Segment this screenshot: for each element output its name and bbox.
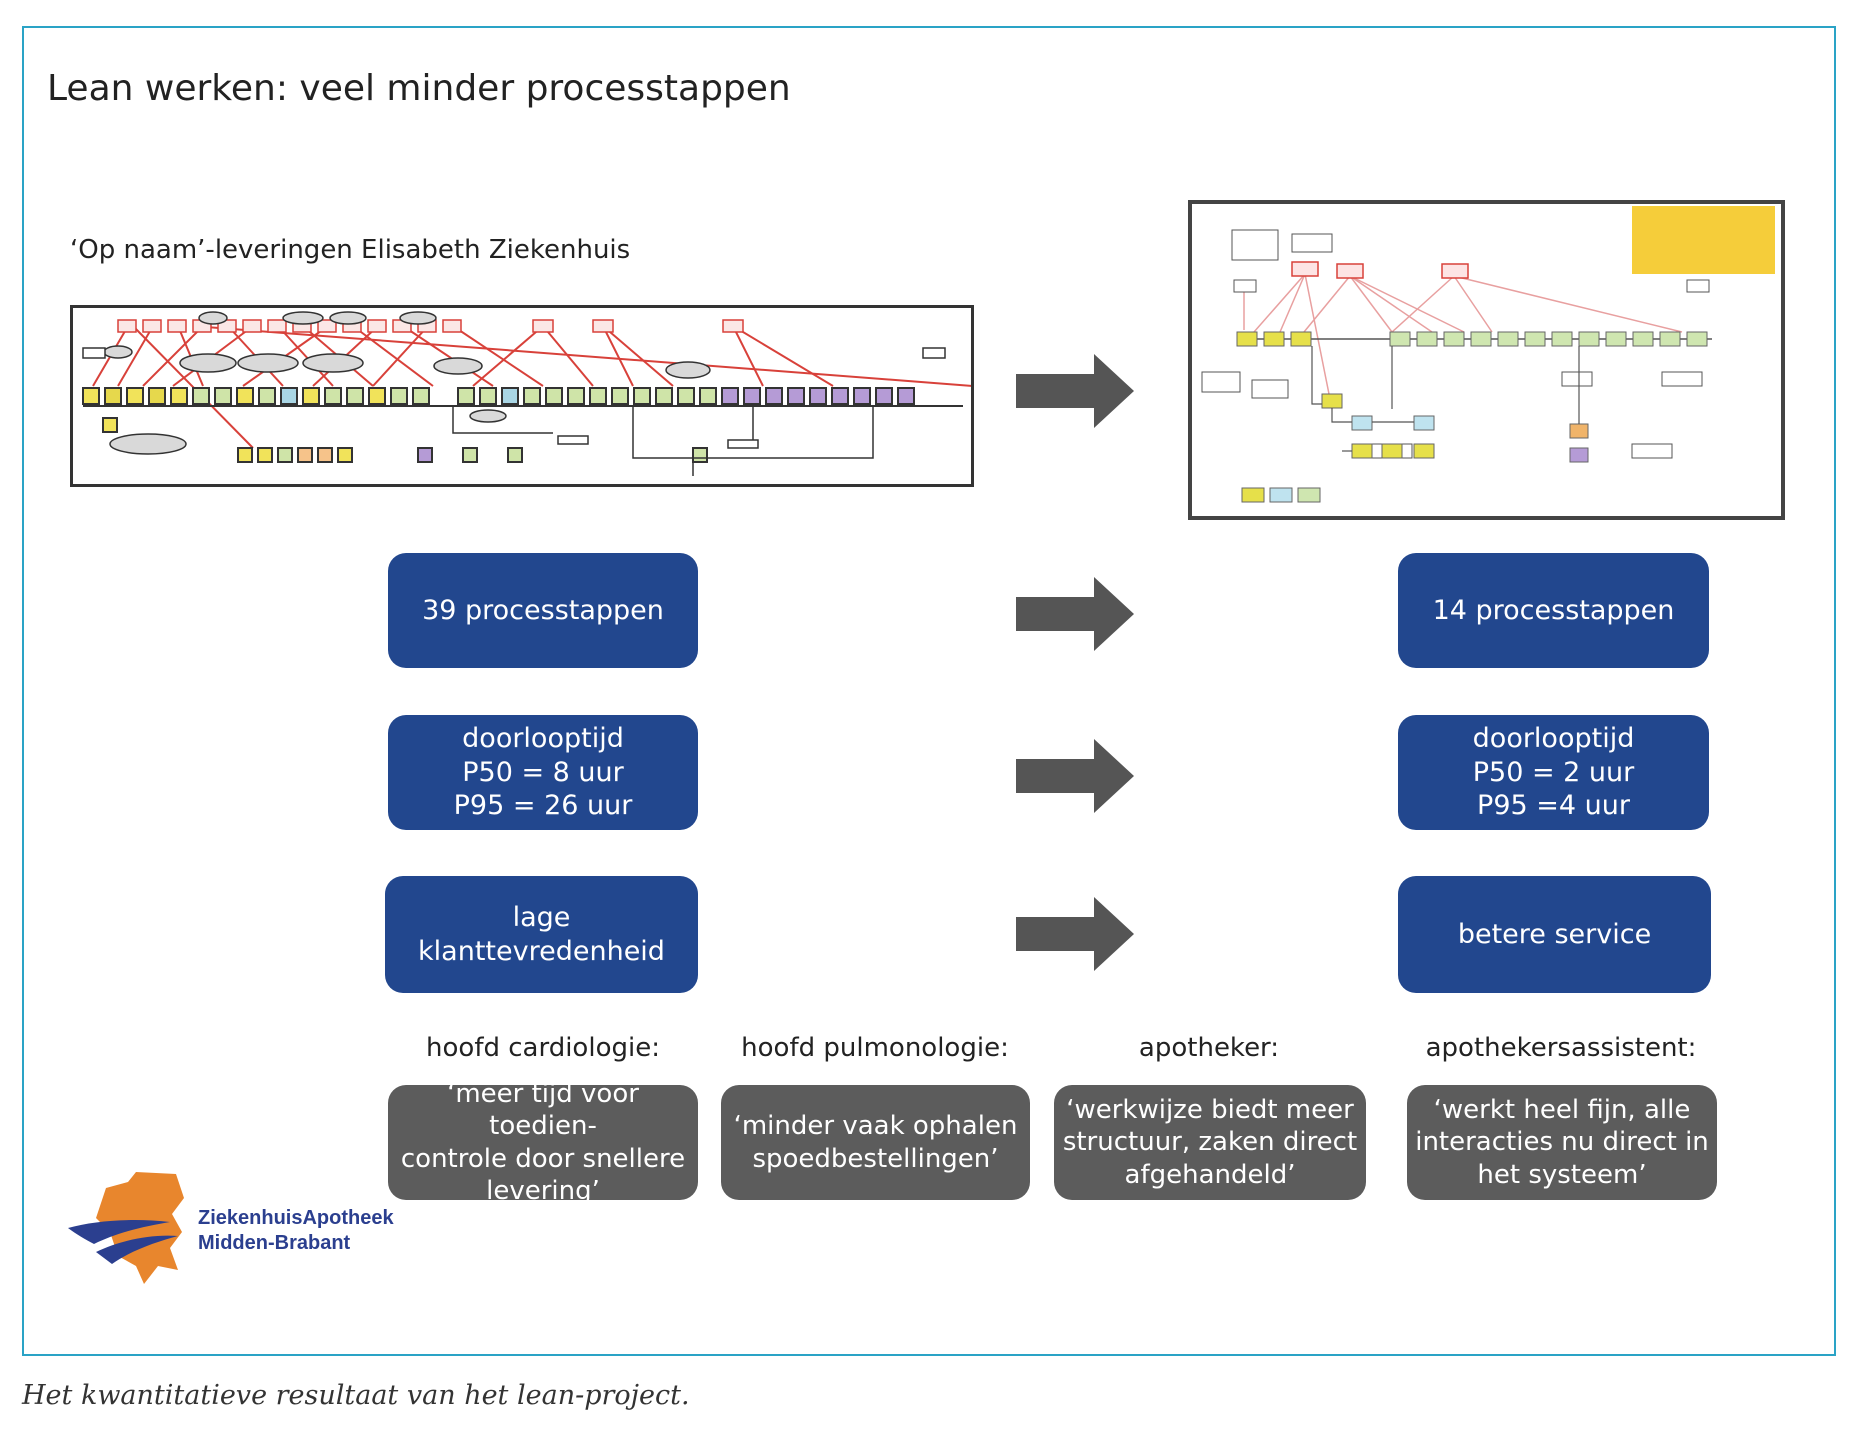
quote-line: structuur, zaken direct xyxy=(1062,1127,1358,1158)
quote-line: afgehandeld’ xyxy=(1124,1159,1296,1190)
quote-line: levering’ xyxy=(486,1176,600,1206)
arrow-right-icon xyxy=(1016,897,1134,971)
figure-caption: Het kwantitatieve resultaat van het lean… xyxy=(22,1380,690,1411)
lead-time-label: doorlooptijd xyxy=(1472,722,1635,754)
quote-role-pharmacy-assistant: apothekersassistent: xyxy=(1425,1033,1697,1063)
after-lead-time-box: doorlooptijd P50 = 2 uur P95 =4 uur xyxy=(1398,715,1709,830)
quote-role-pharmacist: apotheker: xyxy=(1138,1033,1280,1063)
figure-frame xyxy=(22,26,1836,1356)
legend-note xyxy=(1632,206,1775,274)
quote-box-pulmonology: ‘minder vaak ophalen spoedbestellingen’ xyxy=(721,1085,1030,1200)
after-steps-box: 14 processtappen xyxy=(1398,553,1709,668)
before-process-map xyxy=(70,305,974,487)
quote-line: het systeem’ xyxy=(1477,1159,1647,1190)
quote-line: spoedbestellingen’ xyxy=(752,1143,999,1174)
before-steps-text: 39 processtappen xyxy=(422,594,664,626)
before-lead-time-box: doorlooptijd P50 = 8 uur P95 = 26 uur xyxy=(388,715,698,830)
arrow-right-icon xyxy=(1016,739,1134,813)
before-process-map-drawing xyxy=(82,311,974,476)
p50-value: P50 = 2 uur xyxy=(1472,756,1635,788)
quote-line: ‘minder vaak ophalen xyxy=(733,1111,1018,1141)
satisfaction-line-1: lage xyxy=(512,901,571,933)
after-process-map-drawing xyxy=(1201,206,1775,503)
pharmacy-logo-icon xyxy=(68,1172,184,1284)
p95-value: P95 = 26 uur xyxy=(453,790,633,822)
logo-line-2: Midden-Brabant xyxy=(198,1232,351,1254)
after-steps-text: 14 processtappen xyxy=(1432,594,1675,626)
p95-value: P95 =4 uur xyxy=(1477,790,1630,822)
quote-role-cardiology: hoofd cardiologie: xyxy=(426,1033,660,1063)
logo-line-1: ZiekenhuisApotheek xyxy=(198,1207,394,1229)
before-satisfaction-box: lage klanttevredenheid xyxy=(385,876,698,993)
quote-line: controle door snellere xyxy=(400,1143,686,1174)
arrow-right-icon xyxy=(1016,354,1134,428)
service-text: betere service xyxy=(1457,918,1652,950)
quote-line: ‘meer tijd voor toedien- xyxy=(447,1078,639,1142)
quote-role-pulmonology: hoofd pulmonologie: xyxy=(741,1033,1009,1063)
before-map-title: ‘Op naam’-leveringen Elisabeth Ziekenhui… xyxy=(70,235,631,265)
figure-title: Lean werken: veel minder processtappen xyxy=(47,68,791,109)
p50-value: P50 = 8 uur xyxy=(462,756,624,788)
quote-line: interacties nu direct in xyxy=(1415,1127,1709,1158)
before-steps-box: 39 processtappen xyxy=(388,553,698,668)
quote-box-pharmacy-assistant: ‘werkt heel fijn, alle interacties nu di… xyxy=(1407,1085,1717,1200)
after-process-map xyxy=(1188,200,1785,520)
quote-line: ‘werkwijze biedt meer xyxy=(1066,1094,1354,1125)
quote-line: ‘werkt heel fijn, alle xyxy=(1433,1094,1691,1125)
quote-box-cardiology: ‘meer tijd voor toedien- controle door s… xyxy=(388,1079,698,1206)
satisfaction-line-2: klanttevredenheid xyxy=(418,935,665,967)
after-service-box: betere service xyxy=(1398,876,1711,993)
arrow-right-icon xyxy=(1016,577,1134,651)
quote-box-pharmacist: ‘werkwijze biedt meer structuur, zaken d… xyxy=(1054,1085,1366,1200)
lead-time-label: doorlooptijd xyxy=(462,722,624,754)
logo-text: ZiekenhuisApotheek Midden-Brabant xyxy=(198,1206,394,1256)
